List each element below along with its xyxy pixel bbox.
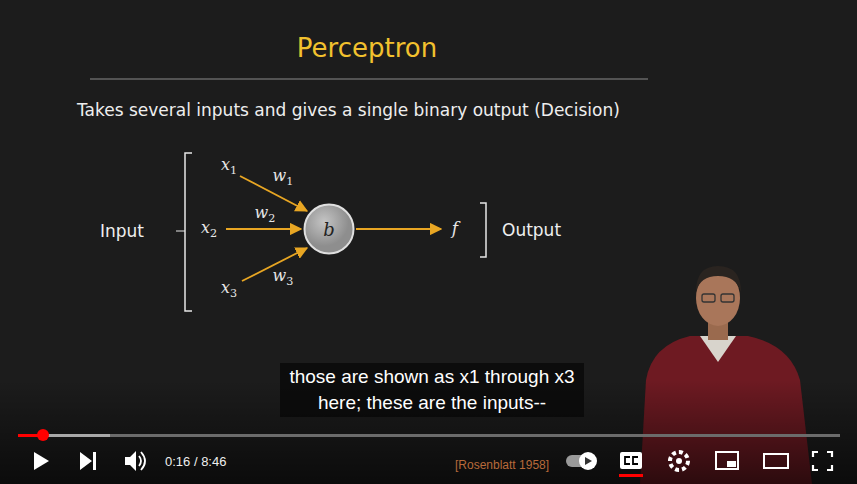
- neuron-circle: b: [303, 203, 355, 255]
- weight-symbol: w1: [273, 166, 294, 188]
- symbol-index: 3: [230, 287, 237, 300]
- input-label: Input: [100, 221, 144, 241]
- input-symbol: x1: [221, 155, 237, 177]
- miniplayer-inner: [727, 461, 736, 467]
- cc-active: [619, 474, 643, 477]
- input-symbol: x3: [221, 278, 237, 300]
- autoplay-play: [585, 457, 592, 465]
- progress-track: [18, 434, 840, 437]
- output-arrow: [356, 228, 441, 230]
- symbol-letter: w: [273, 166, 287, 185]
- symbol-letter: w: [255, 203, 269, 222]
- symbol-index: 1: [230, 164, 237, 177]
- progress-buffer: [18, 434, 110, 437]
- slide-subtitle: Takes several inputs and gives a single …: [77, 100, 620, 120]
- input-bracket: [185, 153, 192, 311]
- output-symbol: f: [452, 218, 458, 238]
- title-rule: [90, 79, 648, 80]
- settings-icon: [670, 452, 688, 470]
- input-symbol: x2: [201, 218, 217, 240]
- weight-symbol: w3: [273, 266, 294, 288]
- autoplay-knob: [579, 452, 597, 470]
- closed-caption: those are shown as x1 through x3 here; t…: [280, 363, 584, 417]
- citation: [Rosenblatt 1958]: [455, 458, 549, 472]
- symbol-letter: x: [221, 155, 230, 174]
- symbol-letter: x: [221, 278, 230, 297]
- fullscreen-icon: [813, 452, 832, 470]
- miniplayer-icon: [716, 452, 738, 469]
- symbol-index: 2: [210, 227, 217, 240]
- neuron-shape: [305, 205, 354, 254]
- next-icon: [80, 452, 96, 470]
- slide-title: Perceptron: [297, 33, 437, 63]
- input-arrow: [226, 228, 301, 230]
- theater-icon: [764, 454, 788, 468]
- output-bracket: [480, 203, 486, 257]
- weight-symbol: w2: [255, 203, 276, 225]
- symbol-index: 1: [286, 175, 293, 188]
- symbol-index: 3: [286, 275, 293, 288]
- progress-thumb: [37, 429, 49, 441]
- symbol-letter: x: [201, 218, 210, 237]
- volume-waves: [139, 452, 145, 470]
- symbol-index: 2: [268, 212, 275, 225]
- time-display: 0:16 / 8:46: [165, 454, 226, 469]
- volume-icon: [125, 451, 136, 471]
- bracket-tick: [176, 231, 185, 232]
- symbol-letter: w: [273, 266, 287, 285]
- play-icon: [34, 452, 49, 470]
- output-label: Output: [502, 220, 561, 240]
- cc-letters: [625, 457, 638, 464]
- cc-icon: [620, 452, 642, 469]
- settings-hub: [676, 458, 682, 464]
- neuron-bias: b: [323, 219, 335, 240]
